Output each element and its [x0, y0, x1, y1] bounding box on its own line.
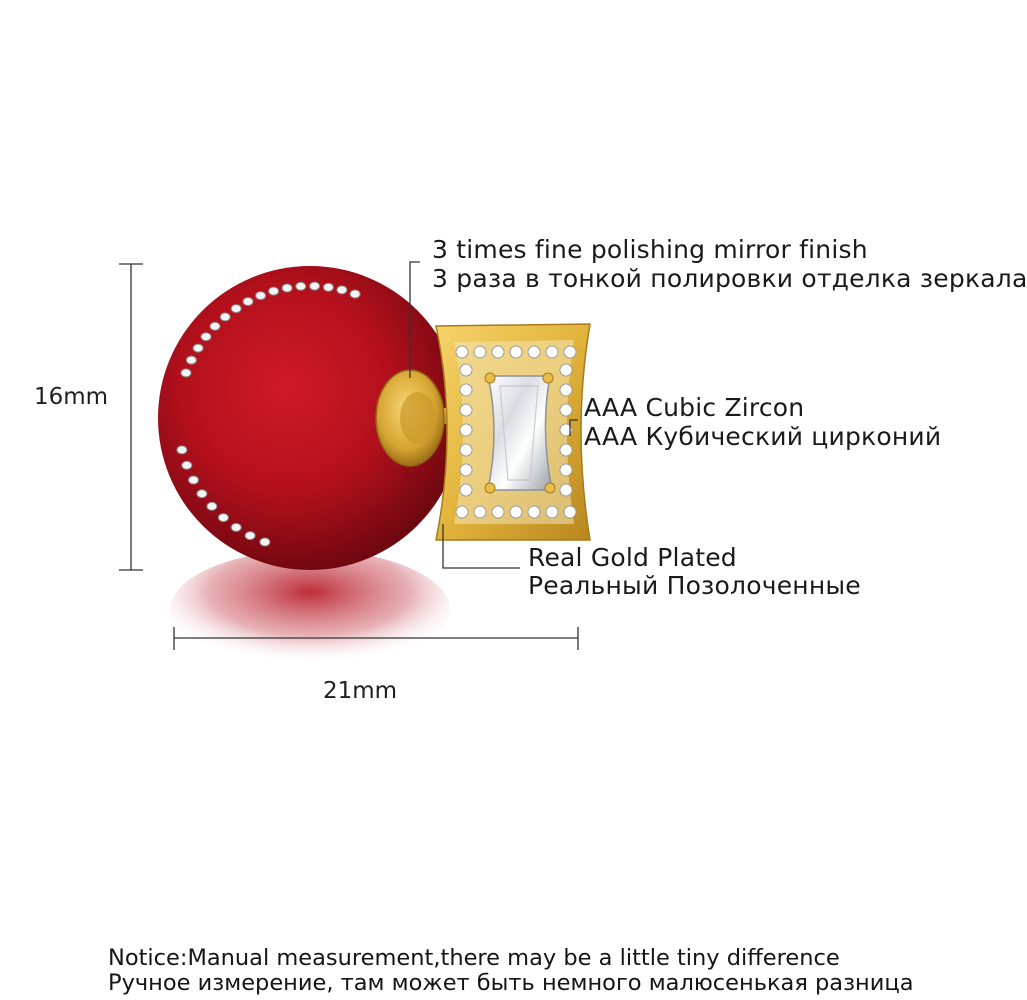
- width-dimension-line: [173, 627, 579, 650]
- gold-callout-ru: Реальный Позолоченные: [528, 571, 861, 600]
- product-image: 16mm 21mm 3 times fine polishing mirror …: [34, 235, 1027, 996]
- gold-callout-en: Real Gold Plated: [528, 543, 737, 572]
- gold-leader-line: [442, 524, 520, 569]
- polish-callout-en: 3 times fine polishing mirror finish: [432, 235, 868, 264]
- zircon-leader-line: [569, 419, 578, 436]
- polish-leader-line: [409, 261, 420, 378]
- width-label: 21mm: [323, 678, 398, 704]
- earring-illustration: [119, 261, 591, 670]
- baguette-zircon: [487, 375, 553, 491]
- red-pearl: [158, 266, 462, 570]
- pearl-reflection: [170, 550, 450, 670]
- notice-ru: Ручное измерение, там может быть немного…: [108, 970, 914, 996]
- height-label: 16mm: [34, 384, 109, 410]
- height-dimension-line: [119, 263, 143, 571]
- zircon-callout-en: AAA Cubic Zircon: [584, 393, 805, 422]
- polish-callout-ru: 3 раза в тонкой полировки отделка зеркал…: [432, 264, 1027, 293]
- zircon-callout-ru: AAA Кубический цирконий: [584, 422, 942, 451]
- rhinestone-band: [176, 281, 361, 547]
- frame-zircons: [455, 345, 577, 519]
- notice-en: Notice:Manual measurement,there may be a…: [108, 945, 840, 971]
